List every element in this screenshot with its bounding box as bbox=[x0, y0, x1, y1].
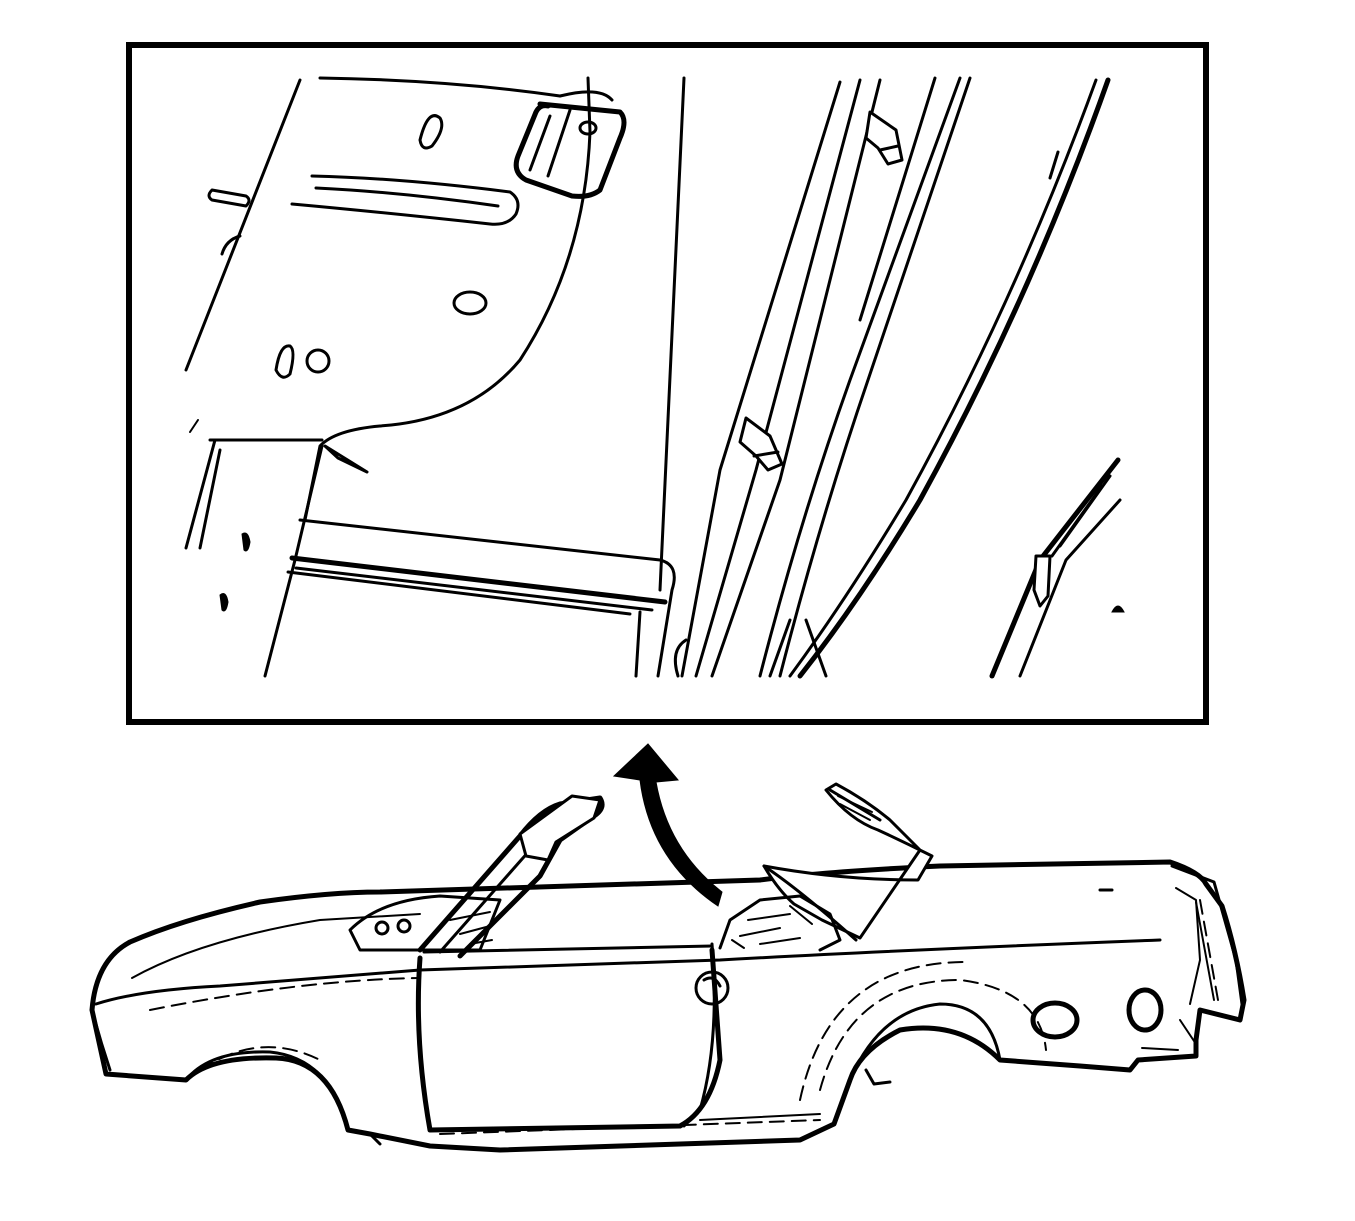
side-trim bbox=[658, 76, 1111, 679]
detail-view bbox=[126, 42, 1209, 725]
callout-arrow bbox=[612, 743, 723, 907]
vehicle-body bbox=[89, 782, 1247, 1153]
door-edge bbox=[989, 457, 1125, 679]
